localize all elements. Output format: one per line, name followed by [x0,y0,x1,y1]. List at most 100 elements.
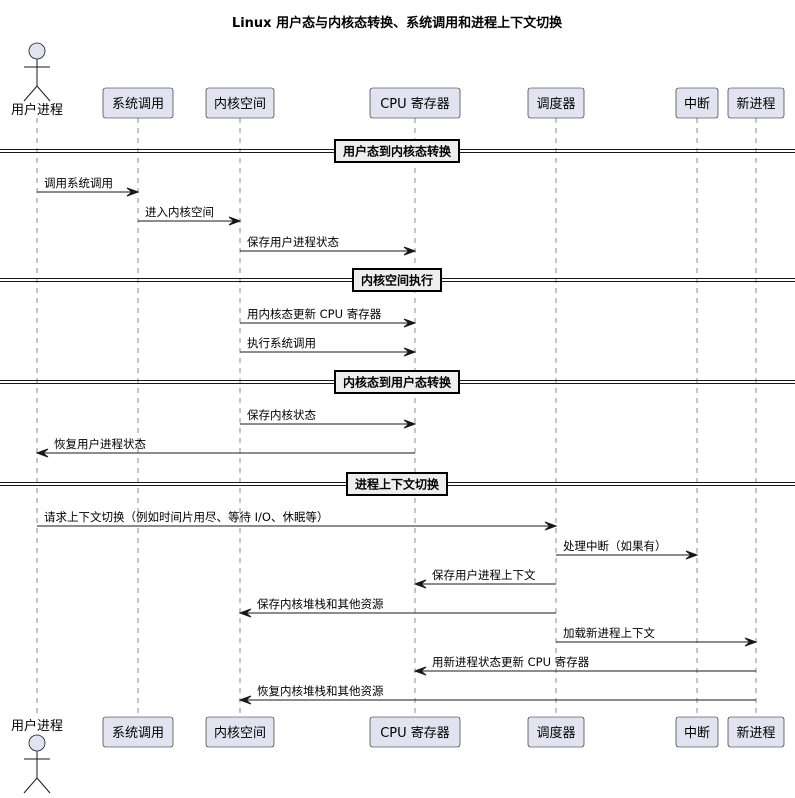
participant-box [527,716,585,748]
message-label: 用内核态更新 CPU 寄存器 [247,307,382,321]
participant-label: 中断 [684,97,710,112]
arrowhead-icon [403,246,417,256]
actor-head-icon [28,734,46,752]
participant-sched-bottom: 调度器 [527,716,585,748]
message: 用内核态更新 CPU 寄存器 [240,307,417,328]
message: 加载新进程上下文 [556,626,758,647]
message: 进入内核空间 [138,205,242,226]
participant-box [727,87,785,119]
participant-newproc-top: 新进程 [727,87,785,119]
divider-box [345,472,449,496]
message-label: 用新进程状态更新 CPU 寄存器 [432,655,590,669]
section-divider: 用户态到内核态转换 [0,139,795,163]
message-label: 请求上下文切换（例如时间片用尽、等待 I/O、休眠等） [44,510,328,524]
arrowhead-icon [238,695,252,705]
participant-label: 系统调用 [112,726,164,741]
message-label: 执行系统调用 [247,336,316,350]
section-divider: 内核态到用户态转换 [0,370,795,394]
section-divider: 内核空间执行 [0,268,795,292]
participant-box [675,716,719,748]
participant-label: CPU 寄存器 [380,96,450,112]
actor-bottom: 用户进程 [11,718,63,794]
participant-box [205,87,275,119]
participant-box [205,716,275,748]
participant-syscall-top: 系统调用 [102,87,174,119]
participant-label: 用户进程 [11,718,63,734]
message: 用新进程状态更新 CPU 寄存器 [413,655,756,676]
diagram-title: Linux 用户态与内核态转换、系统调用和进程上下文切换 [232,15,563,31]
participant-label: 内核空间 [214,96,266,112]
message: 保存内核堆栈和其他资源 [238,597,556,618]
participant-label: 中断 [684,726,710,741]
divider-label: 内核态到用户态转换 [343,375,452,390]
message: 恢复内核堆栈和其他资源 [238,684,756,705]
message-label: 处理中断（如果有） [563,539,667,553]
message: 调用系统调用 [37,176,140,197]
participant-box [727,716,785,748]
actor-head-icon [28,42,46,60]
participant-irq-top: 中断 [675,87,719,119]
participant-newproc-bottom: 新进程 [727,716,785,748]
participant-box [527,87,585,119]
message: 保存用户进程状态 [240,235,417,256]
participant-label: 调度器 [536,96,575,112]
participant-box [675,87,719,119]
arrowhead-icon [35,448,49,458]
message: 保存用户进程上下文 [413,568,556,589]
arrowhead-icon [403,419,417,429]
divider-box [333,139,461,163]
participant-label: CPU 寄存器 [380,725,450,741]
participant-box [102,716,174,748]
arrowhead-icon [238,608,252,618]
participants-top: 用户进程 系统调用 内核空间 CPU 寄存器 调度器 中断 新进程 [11,42,785,119]
message-label: 保存内核堆栈和其他资源 [257,597,384,611]
message-label: 恢复用户进程状态 [54,437,146,451]
arrowhead-icon [413,579,427,589]
participant-box [369,87,461,119]
participant-irq-bottom: 中断 [675,716,719,748]
arrowhead-icon [403,318,417,328]
divider-label: 进程上下文切换 [355,477,440,492]
divider-label: 用户态到内核态转换 [342,144,452,159]
message: 执行系统调用 [240,336,417,357]
arrowhead-icon [403,347,417,357]
participant-sched-top: 调度器 [527,87,585,119]
participant-kernel-bottom: 内核空间 [205,716,275,748]
sequence-layer: 用户态到内核态转换调用系统调用进入内核空间保存用户进程状态内核空间执行用内核态更… [0,139,795,705]
message: 请求上下文切换（例如时间片用尽、等待 I/O、休眠等） [37,510,558,531]
participant-kernel-top: 内核空间 [205,87,275,119]
arrowhead-icon [744,637,758,647]
divider-label: 内核空间执行 [361,273,433,288]
arrowhead-icon [126,187,140,197]
arrowhead-icon [228,216,242,226]
participant-syscall-bottom: 系统调用 [102,716,174,748]
arrowhead-icon [413,666,427,676]
arrowhead-icon [685,550,699,560]
divider-box [351,268,443,292]
participant-cpu-top: CPU 寄存器 [369,87,461,119]
participant-label: 新进程 [736,725,775,741]
participant-box [102,87,174,119]
message: 恢复用户进程状态 [35,437,415,458]
arrowhead-icon [544,521,558,531]
message-label: 调用系统调用 [44,176,113,190]
message-label: 保存用户进程上下文 [432,568,536,582]
participant-label: 调度器 [536,725,575,741]
message: 保存内核状态 [240,408,417,429]
actor-legs-icon [23,777,51,794]
message-label: 进入内核空间 [145,205,214,219]
actor-legs-icon [23,85,51,102]
participant-label: 系统调用 [112,97,164,112]
message: 处理中断（如果有） [556,539,699,560]
participant-label: 内核空间 [214,725,266,741]
participants-bottom: 用户进程系统调用 内核空间 CPU 寄存器 调度器 中断 新进程 [11,716,785,794]
divider-box [333,370,461,394]
message-label: 恢复内核堆栈和其他资源 [257,684,384,698]
participant-label: 新进程 [736,96,775,112]
participant-cpu-bottom: CPU 寄存器 [369,716,461,748]
message-label: 保存用户进程状态 [247,235,339,249]
participant-label: 用户进程 [11,102,63,118]
actor-top: 用户进程 [11,42,63,118]
message-label: 加载新进程上下文 [563,626,655,640]
